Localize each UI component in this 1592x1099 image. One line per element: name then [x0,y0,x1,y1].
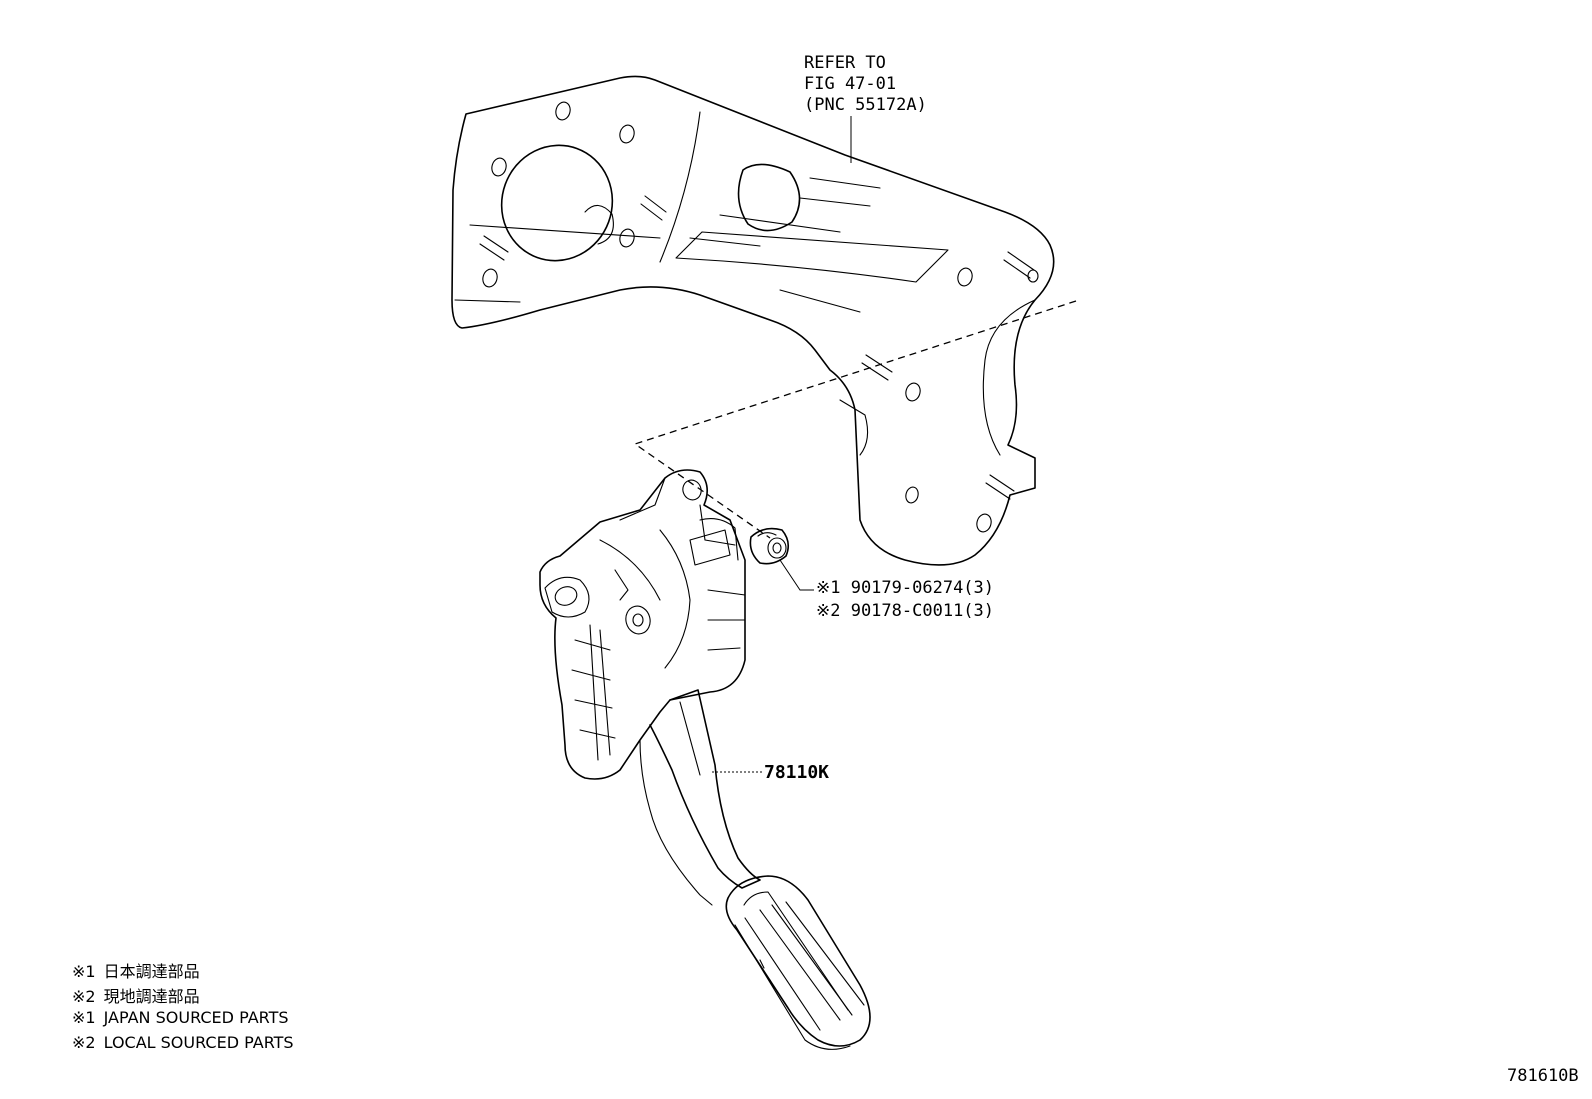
legend-mark: ※1 [72,1008,96,1027]
refer-to-line-1: REFER TO [804,53,886,73]
legend-text: 日本調達部品 [103,962,200,981]
figure-id: 781610B [1507,1066,1579,1086]
bushing-leader [779,559,814,591]
pedal-bracket [451,75,1055,566]
bushing-callout: ※1 90179-06274(3) ※2 90178-C0011(3) [779,559,994,621]
legend-text: 現地調達部品 [103,987,200,1006]
legend-mark: ※2 [72,987,96,1006]
legend-item: ※1 日本調達部品 [72,958,200,982]
refer-to-callout: REFER TO FIG 47-01 (PNC 55172A) [804,53,927,163]
pedal-callout: 78110K [712,762,829,783]
legend-item: ※2 現地調達部品 [72,983,200,1007]
bushing-part-japan: ※1 90179-06274(3) [816,578,994,598]
bushing [749,527,790,565]
legend-mark: ※2 [72,1033,96,1052]
legend-text: JAPAN SOURCED PARTS [103,1008,289,1027]
legend-item: ※1 JAPAN SOURCED PARTS [72,1008,289,1027]
pedal-part-number: 78110K [764,762,829,783]
bushing-part-local: ※2 90178-C0011(3) [816,601,994,621]
refer-to-line-2: FIG 47-01 [804,74,896,94]
refer-to-line-3: (PNC 55172A) [804,95,927,115]
legend-item: ※2 LOCAL SOURCED PARTS [72,1033,294,1052]
legend-text: LOCAL SOURCED PARTS [103,1033,294,1052]
legend-mark: ※1 [72,962,96,981]
accelerator-pedal-assembly [539,469,871,1050]
